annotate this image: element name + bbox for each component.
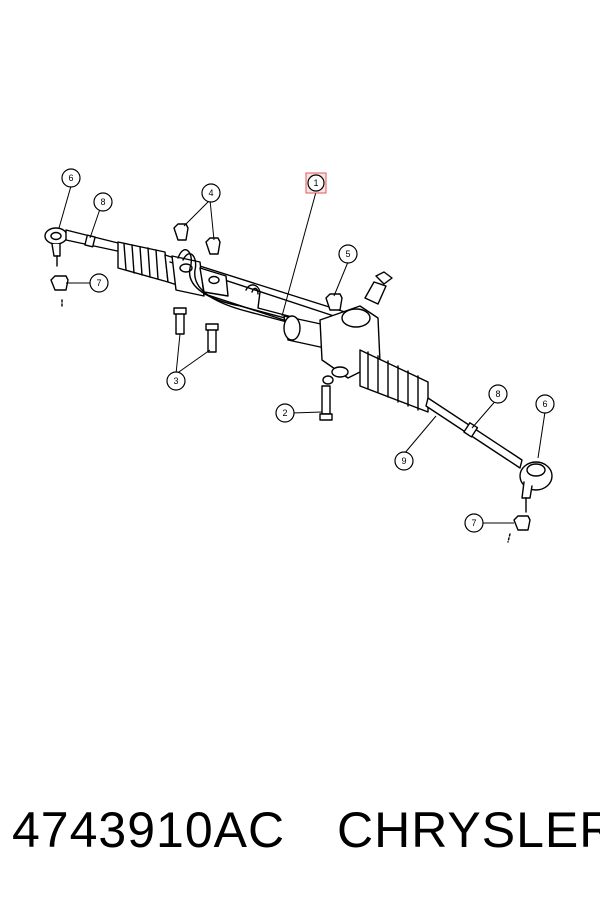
tie-rod-end-left: [44, 227, 68, 307]
leader-lines: [58, 185, 546, 524]
mount-bolts: [173, 307, 219, 353]
footer: 4743910AC CHRYSLER: [0, 790, 600, 880]
callout-9: 9: [401, 456, 406, 466]
boot-left: [117, 241, 169, 283]
callout-4: 4: [208, 188, 213, 198]
callout-2: 2: [282, 408, 287, 418]
callout-circles: [61, 168, 555, 533]
valve-housing: [283, 271, 393, 385]
callout-7-left: 7: [96, 278, 101, 288]
part-number: 4743910AC: [12, 802, 286, 858]
boot-right: [359, 349, 429, 413]
callout-5: 5: [345, 249, 350, 259]
cotter-nut-left: [50, 275, 69, 291]
callout-6-left: 6: [68, 173, 73, 183]
hydraulic-lines: [177, 249, 303, 327]
cotter-nut-right: [513, 515, 531, 531]
tie-rod-end-right: [507, 461, 553, 543]
callout-1: 1: [313, 178, 318, 188]
bolt-2: [319, 385, 333, 421]
callout-8-left: 8: [100, 197, 105, 207]
callout-6-right: 6: [542, 399, 547, 409]
nuts-top: [173, 223, 221, 255]
callout-7-right: 7: [471, 518, 476, 528]
nut-right: [325, 293, 343, 311]
jam-nut-left: [84, 234, 96, 248]
callout-3: 3: [173, 376, 178, 386]
callout-8-right: 8: [495, 389, 500, 399]
brand-name: CHRYSLER: [337, 802, 600, 858]
